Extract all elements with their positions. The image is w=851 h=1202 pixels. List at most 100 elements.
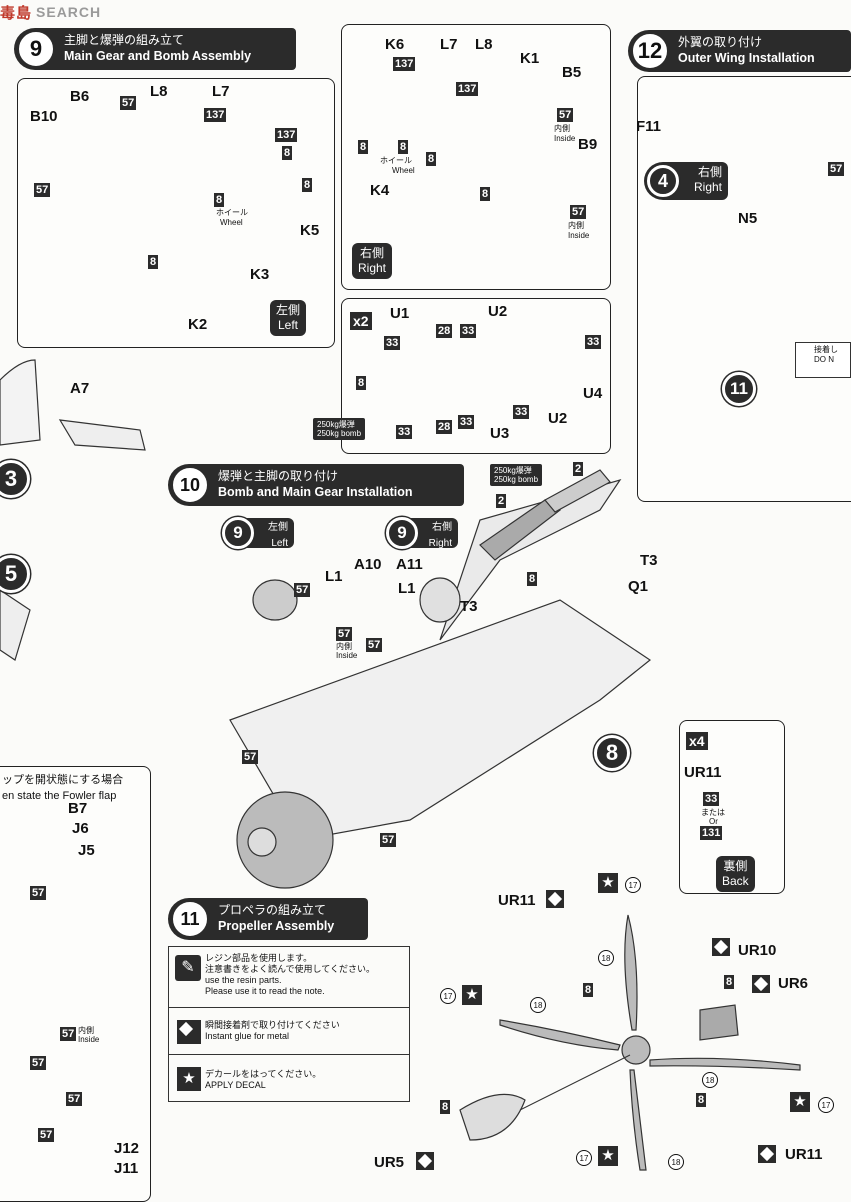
step9-title-jp: 主脚と爆弾の組み立て [64,33,185,47]
side-right-jp: 右側 [360,246,385,260]
code-8: 8 [398,140,409,154]
bomb-tag2-jp: 250kg爆弾 [494,466,532,475]
bomb-tag2-en: 250kg bomb [494,475,539,484]
step12-title-en: Outer Wing Installation [678,51,815,65]
step12-side-jp: 右側 [697,165,722,179]
code-57: 57 [38,1128,55,1142]
code-57: 57 [34,183,51,197]
step10-left-jp: 左側 [268,522,288,533]
side-right-en: Right [358,261,387,275]
label-f11: F11 [636,118,662,135]
label-l1b: L1 [398,580,416,597]
blade-back-en: Back [722,874,749,888]
decal-star-icon: ★ [177,1067,201,1091]
inside-en: Inside [554,134,576,143]
label-b6: B6 [70,88,90,105]
ref-step-5: 5 [0,555,30,593]
code-8: 8 [148,255,159,269]
code-8: 8 [440,1100,451,1114]
bomb-tag-2: 250kg爆弾 250kg bomb [490,464,543,486]
step12-side-en: Right [693,180,722,194]
code-33: 33 [513,405,530,419]
label-a10: A10 [354,556,382,573]
step12-number: 12 [630,31,670,71]
blade-or-jp: または [701,808,725,817]
code-57: 57 [828,162,845,176]
bomb-panel [341,298,611,454]
code-8: 8 [696,1093,707,1107]
warning-en: DO N [814,355,834,364]
code-137: 137 [275,128,298,142]
step12-title-jp: 外翼の取り付け [678,35,763,49]
ref-step-3: 3 [0,460,30,498]
decal-star: ★ [598,1146,618,1166]
watermark-text: SEARCH [36,4,102,20]
label-b9: B9 [578,136,598,153]
decal-star: ★ [790,1092,810,1112]
decal-18: 18 [668,1154,684,1170]
label-j11: J11 [114,1160,139,1177]
label-q1: Q1 [628,578,649,595]
step9-number: 9 [16,29,56,69]
blade-code-b: 131 [700,826,723,840]
code-57: 57 [242,750,259,764]
legend-resin-jp2: 注意書きをよく読んで使用してください。 [205,964,376,974]
code-8: 8 [583,983,594,997]
code-57: 57 [336,627,353,641]
glue-diamond [712,938,730,956]
code-57: 57 [366,638,383,652]
label-b5: B5 [562,64,582,81]
step10-title-jp: 爆弾と主脚の取り付け [218,469,339,483]
code-33: 33 [460,324,477,338]
decal-18: 18 [530,997,546,1013]
inside-jp-2: 内側 [568,221,584,230]
code-28: 28 [436,420,453,434]
step10-left-ref-num: 9 [222,517,254,549]
label-j6: J6 [72,820,89,837]
code-57: 57 [66,1092,83,1106]
instant-glue-icon [177,1020,201,1044]
label-j12: J12 [114,1140,140,1157]
step9-title-en: Main Gear and Bomb Assembly [64,49,252,63]
resin-icon: ✎ [175,955,201,981]
step9-header: 9 主脚と爆弾の組み立て Main Gear and Bomb Assembly [14,28,296,70]
code-33: 33 [585,335,602,349]
label-ur6: UR6 [778,975,809,992]
step10-right-ref-num: 9 [386,517,418,549]
code-57: 57 [30,886,47,900]
ref-step-8: 8 [594,735,630,771]
code-2: 2 [496,494,507,508]
decal-star: ★ [598,873,618,893]
code-137: 137 [393,57,416,71]
step10-title-en: Bomb and Main Gear Installation [218,485,413,499]
label-b7: B7 [68,800,88,817]
bomb-tag: 250kg爆弾 250kg bomb [313,418,366,440]
label-k1: K1 [520,50,540,67]
code-8: 8 [282,146,293,160]
label-l7: L7 [212,83,230,100]
label-l1: L1 [325,568,343,585]
label-ur11a: UR11 [498,892,536,909]
step10-number: 10 [170,465,210,505]
step12-ref-4: 4 [647,165,679,197]
code-33: 33 [384,336,401,350]
code-57: 57 [30,1056,47,1070]
glue-diamond [758,1145,776,1163]
legend-glue-jp: 瞬間接着剤で取り付けてください [205,1020,340,1030]
code-57: 57 [557,108,574,122]
step10-right-jp: 右側 [432,522,452,533]
code-8: 8 [358,140,369,154]
label-b10: B10 [30,108,58,125]
code-57: 57 [120,96,137,110]
blade-back-badge: 裏側 Back [716,856,755,892]
decal-17: 17 [576,1150,592,1166]
code-8: 8 [426,152,437,166]
wheel-label-en: Wheel [220,218,243,227]
watermark: 毒島 SEARCH [0,0,160,24]
step10-header: 10 爆弾と主脚の取り付け Bomb and Main Gear Install… [168,464,464,506]
bomb-tag-jp: 250kg爆弾 [317,420,355,429]
glue-diamond [416,1152,434,1170]
label-u1: U1 [390,305,410,322]
blade-multiplier: x4 [686,732,708,750]
code-57: 57 [570,205,587,219]
